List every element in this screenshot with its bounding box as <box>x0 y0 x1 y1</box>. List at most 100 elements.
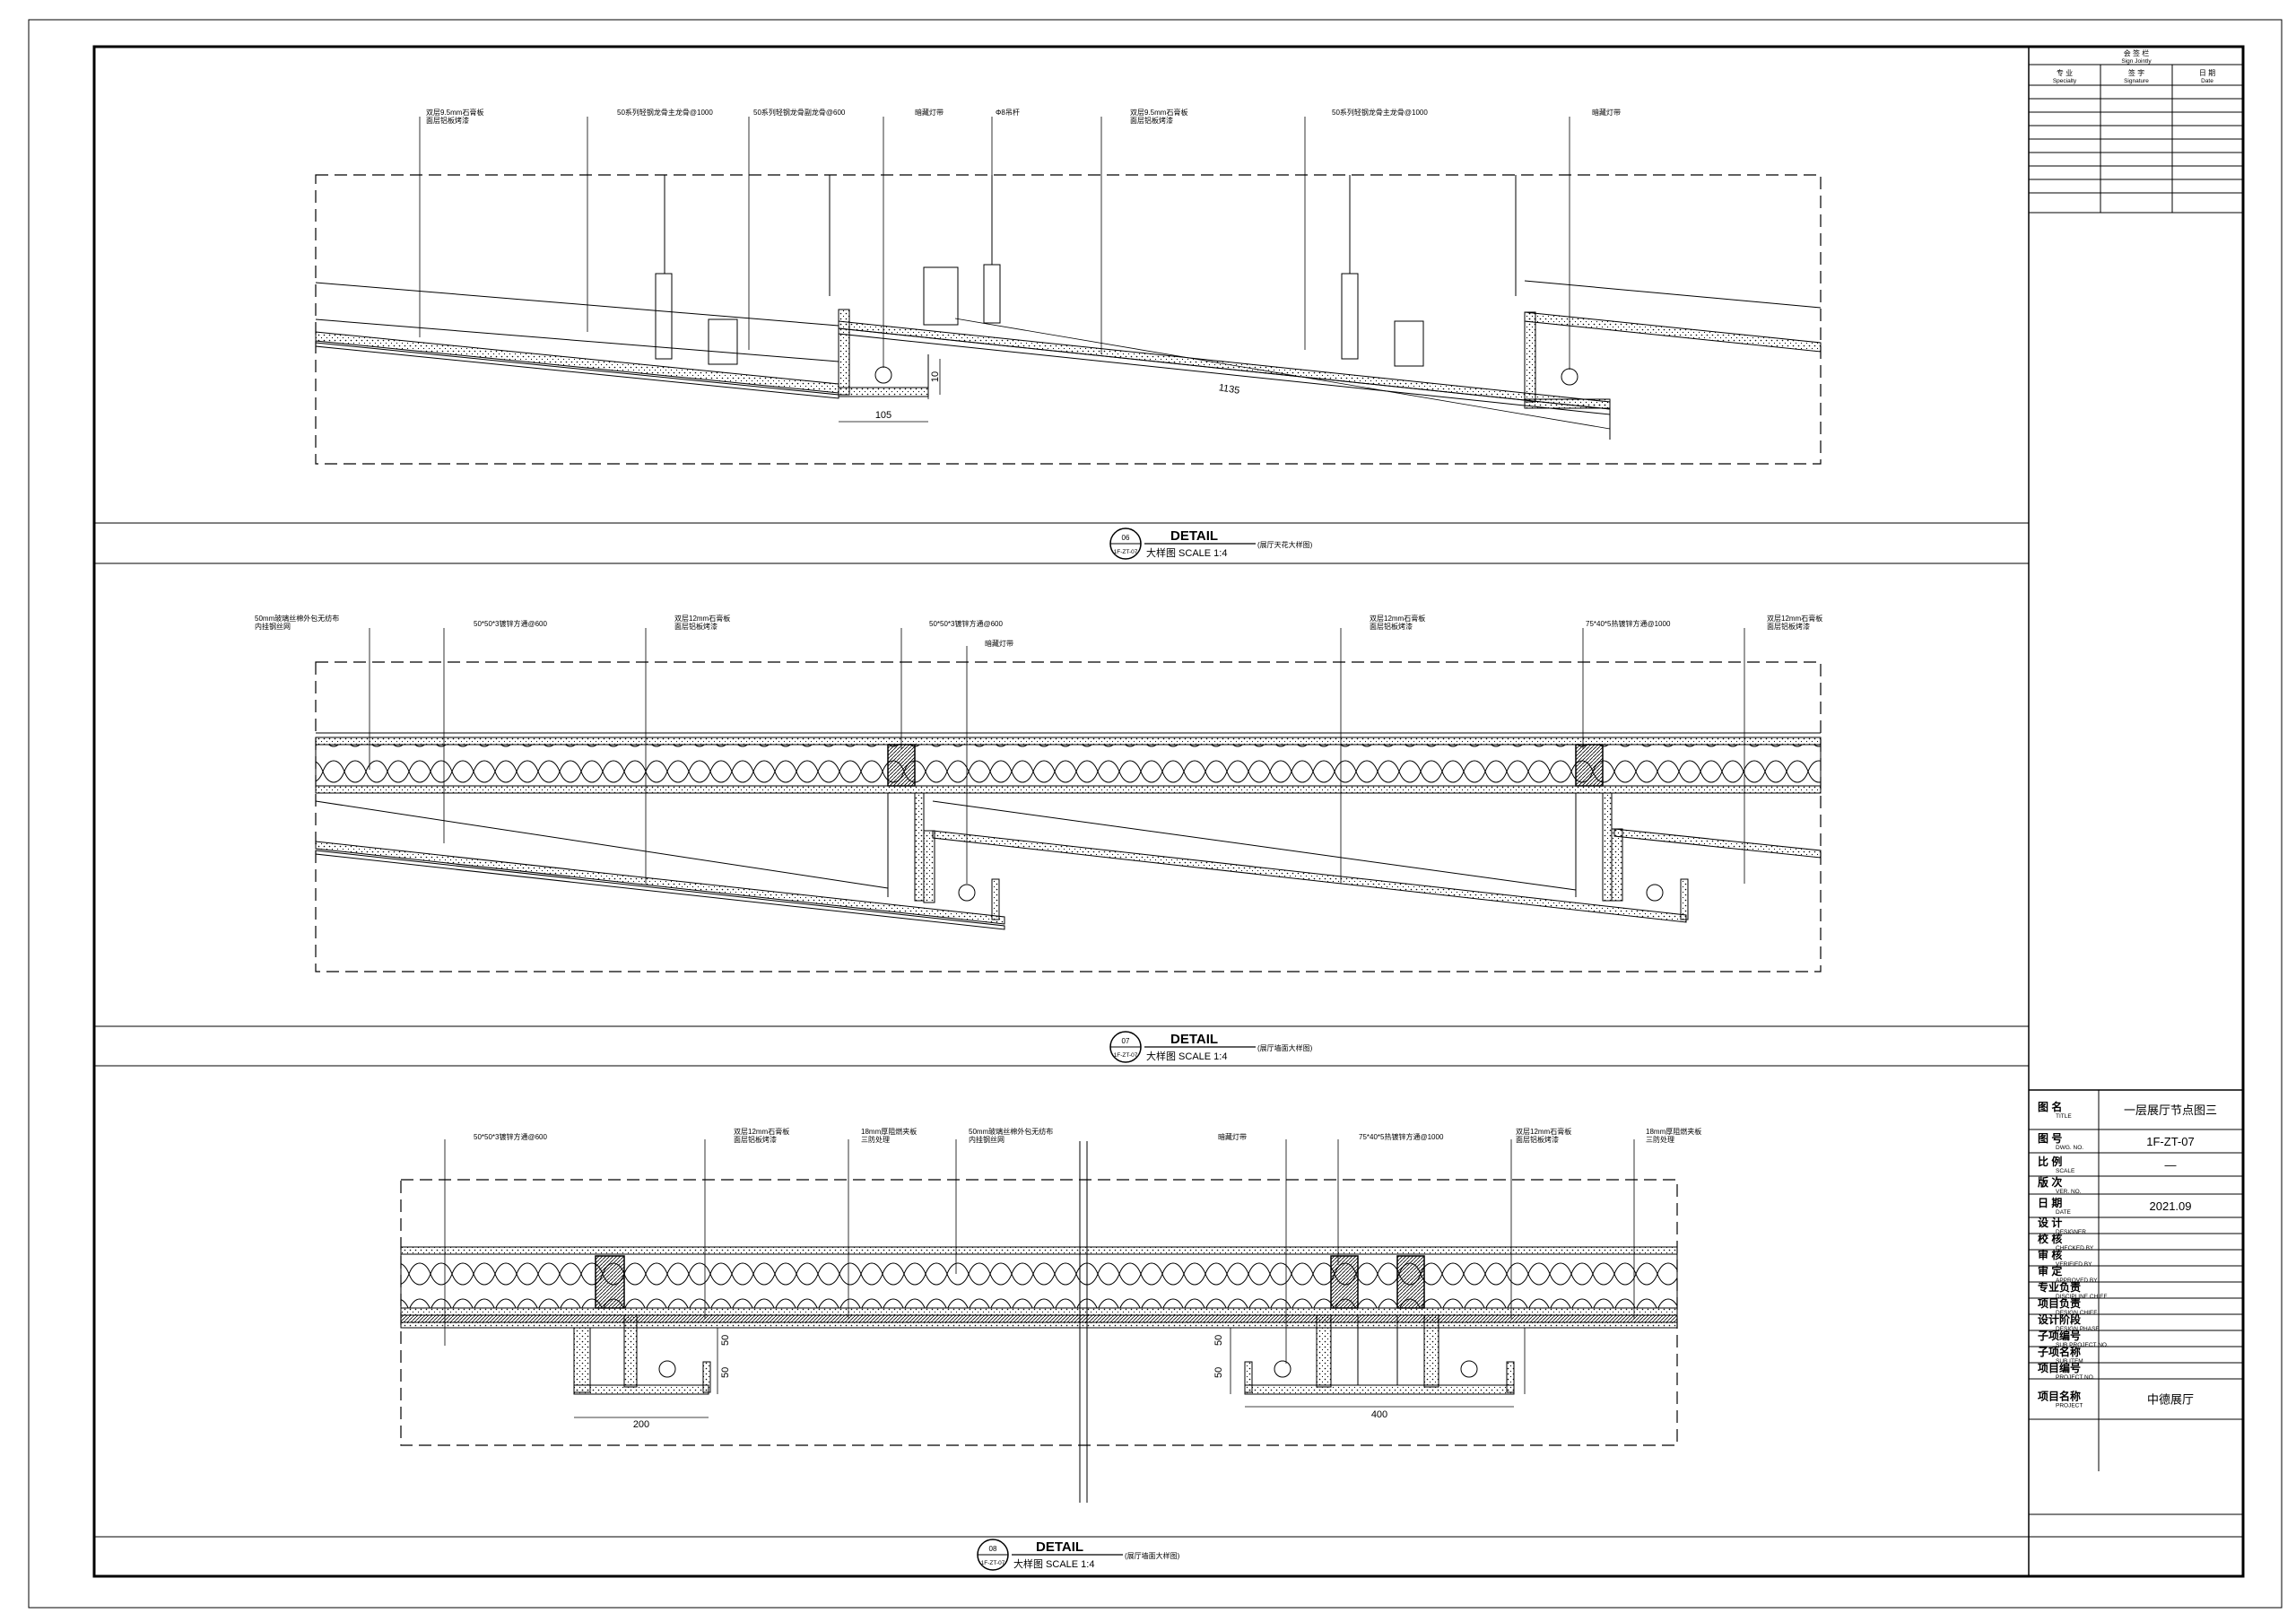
detail-07-drawing: 50mm玻璃丝棉外包无纺布内挂钢丝网 50*50*3镀锌方通@600 双层12m… <box>255 614 1822 972</box>
detail-07-label-3: 双层12mm石膏板面层铝板烤漆 <box>674 614 730 631</box>
detail-06-number: 06 <box>1122 534 1130 542</box>
detail-07-subtitle: 大样图 SCALE 1:4 <box>1146 1050 1227 1062</box>
detail-06-ref: 1F-ZT-07 <box>1114 549 1138 555</box>
detail-07-label-5: 暗藏灯带 <box>985 639 1013 648</box>
title-row-label: 版 次 <box>2038 1175 2062 1189</box>
detail-06-label-7: 50系列轻钢龙骨主龙骨@1000 <box>1332 108 1428 117</box>
title-row-label-en: PROJECT <box>2056 1403 2083 1409</box>
title-row-label-en: DESIGN CHIEF <box>2056 1310 2097 1316</box>
detail-06-label-5: Φ8吊杆 <box>996 108 1020 117</box>
title-row-label: 子项名称 <box>2038 1345 2081 1358</box>
detail-08-caption: (展厅墙面大样图) <box>1125 1551 1180 1560</box>
detail-08-label-5: 暗藏灯带 <box>1218 1132 1247 1141</box>
outer-border <box>28 19 2283 1609</box>
title-row-label: 项目名称 <box>2038 1390 2081 1403</box>
detail-06-dim-1135: 1135 <box>1218 382 1240 397</box>
detail-07-label-7: 75*40*5热镀锌方通@1000 <box>1586 619 1671 628</box>
detail-08-number: 08 <box>989 1545 997 1553</box>
detail-08-title: 08 1F-ZT-07 DETAIL 大样图 SCALE 1:4 (展厅墙面大样… <box>977 1539 1180 1571</box>
label-line: 三防处理 <box>1646 1135 1674 1144</box>
title-row-label-en: SCALE <box>2056 1168 2075 1174</box>
detail-08-dim-50d: 50 <box>1213 1367 1224 1378</box>
title-row-label-en: DESIGN PHASE <box>2056 1326 2100 1332</box>
detail-08-label-1: 50*50*3镀锌方通@600 <box>474 1132 547 1141</box>
detail-08-dim-50c: 50 <box>1213 1335 1224 1346</box>
title-row-label-en: TITLE <box>2056 1113 2072 1120</box>
detail-06-heading: DETAIL <box>1170 528 1218 544</box>
detail-06-label-1: 双层9.5mm石膏板面层铝板烤漆 <box>426 108 483 125</box>
label-line: 面层铝板烤漆 <box>426 116 469 125</box>
title-row-label-en: DESIGNER <box>2056 1229 2086 1235</box>
detail-08-label-3: 18mm厚阻燃夹板三防处理 <box>861 1127 917 1144</box>
sign-header-specialty: 专 业 <box>2057 68 2073 77</box>
title-row-label-en: SUB PROJECT NO. <box>2056 1342 2109 1348</box>
title-row-value: 一层展厅节点图三 <box>2124 1103 2217 1117</box>
title-row-label-en: APPROVED BY <box>2056 1278 2098 1284</box>
sign-block: 会 签 栏 Sign Jointly 专 业 Specialty 签 字 Sig… <box>2029 48 2243 214</box>
detail-06-subtitle: 大样图 SCALE 1:4 <box>1146 546 1227 559</box>
title-row-label: 审 核 <box>2038 1248 2062 1261</box>
detail-08-heading: DETAIL <box>1036 1539 1083 1555</box>
detail-07-ref: 1F-ZT-07 <box>1114 1052 1138 1059</box>
detail-08-label-6: 75*40*5热镀锌方通@1000 <box>1359 1132 1444 1141</box>
detail-06-caption: (展厅天花大样图) <box>1257 540 1313 549</box>
title-row-label: 日 期 <box>2038 1196 2062 1209</box>
title-row-label-en: DATE <box>2056 1209 2072 1216</box>
inner-border <box>92 45 2245 1578</box>
sign-header-specialty-en: Specialty <box>2053 78 2077 84</box>
label-line: 内挂钢丝网 <box>255 622 291 631</box>
sign-header-date: 日 期 <box>2199 69 2215 77</box>
title-row-label-en: SUB ITEM <box>2056 1358 2083 1365</box>
label-line: 面层铝板烤漆 <box>1767 622 1810 631</box>
label-line: 面层铝板烤漆 <box>1130 116 1173 125</box>
detail-07-caption: (展厅墙面大样图) <box>1257 1043 1313 1052</box>
detail-06-label-8: 暗藏灯带 <box>1592 108 1621 117</box>
sign-header-signature: 签 字 <box>2128 68 2144 77</box>
title-row-label-en: DWG. NO. <box>2056 1145 2083 1151</box>
detail-08-label-8: 18mm厚阻燃夹板三防处理 <box>1646 1127 1701 1144</box>
detail-06-label-2: 50系列轻钢龙骨主龙骨@1000 <box>617 108 713 117</box>
label-line: 内挂钢丝网 <box>969 1135 1004 1144</box>
detail-08-ref: 1F-ZT-07 <box>981 1560 1005 1566</box>
detail-07-title: 07 1F-ZT-07 DETAIL 大样图 SCALE 1:4 (展厅墙面大样… <box>1109 1031 1313 1063</box>
title-row-label-en: DISCIPLINE CHIEF <box>2056 1294 2107 1300</box>
sign-header-signature-en: Signature <box>2124 78 2149 84</box>
title-row-value: — <box>2165 1158 2177 1172</box>
title-row-label: 比 例 <box>2038 1155 2062 1168</box>
detail-07-label-4: 50*50*3镀锌方通@600 <box>929 619 1003 628</box>
detail-08-dim-50a: 50 <box>720 1335 731 1346</box>
detail-08-label-7: 双层12mm石膏板面层铝板烤漆 <box>1516 1127 1571 1144</box>
detail-08-label-2: 双层12mm石膏板面层铝板烤漆 <box>734 1127 789 1144</box>
detail-08-dim-400: 400 <box>1371 1409 1387 1420</box>
sign-block-title: 会 签 栏 <box>2124 48 2149 57</box>
title-row-label-en: VERIFIED BY <box>2056 1261 2092 1268</box>
title-row-label: 校 核 <box>2038 1232 2062 1245</box>
title-row-label: 项目负责 <box>2038 1296 2081 1310</box>
title-row-label-en: PROJECT NO. <box>2056 1374 2095 1381</box>
title-row-label: 专业负责 <box>2038 1280 2081 1294</box>
title-row-label: 设 计 <box>2038 1216 2062 1229</box>
detail-07-label-6: 双层12mm石膏板面层铝板烤漆 <box>1370 614 1425 631</box>
title-row-label: 子项编号 <box>2038 1329 2081 1342</box>
detail-06-drawing: 105 10 1135 双层9.5mm石膏板面层铝板烤漆 50系列轻钢龙骨主龙骨… <box>315 108 1822 465</box>
detail-08-label-4: 50mm玻璃丝棉外包无纺布内挂钢丝网 <box>969 1127 1053 1144</box>
detail-07-label-2: 50*50*3镀锌方通@600 <box>474 619 547 628</box>
label-line: 三防处理 <box>861 1135 890 1144</box>
detail-07-heading: DETAIL <box>1170 1032 1218 1047</box>
detail-08-dim-50b: 50 <box>720 1367 731 1378</box>
detail-06-label-3: 50系列轻钢龙骨副龙骨@600 <box>753 108 846 117</box>
detail-07-number: 07 <box>1122 1037 1130 1045</box>
label-line: 面层铝板烤漆 <box>1516 1135 1559 1144</box>
title-row-label: 项目编号 <box>2038 1361 2081 1374</box>
title-row-value: 2021.09 <box>2150 1199 2192 1213</box>
detail-06-dim-10: 10 <box>930 371 941 382</box>
detail-06-label-6: 双层9.5mm石膏板面层铝板烤漆 <box>1130 108 1187 125</box>
detail-07-label-1: 50mm玻璃丝棉外包无纺布内挂钢丝网 <box>255 614 339 631</box>
title-row-label: 图 名 <box>2038 1100 2062 1113</box>
detail-06-label-4: 暗藏灯带 <box>915 108 944 117</box>
detail-08-subtitle: 大样图 SCALE 1:4 <box>1013 1557 1094 1570</box>
detail-08-dim-200: 200 <box>633 1419 649 1430</box>
title-row-value: 中德展厅 <box>2147 1393 2194 1407</box>
